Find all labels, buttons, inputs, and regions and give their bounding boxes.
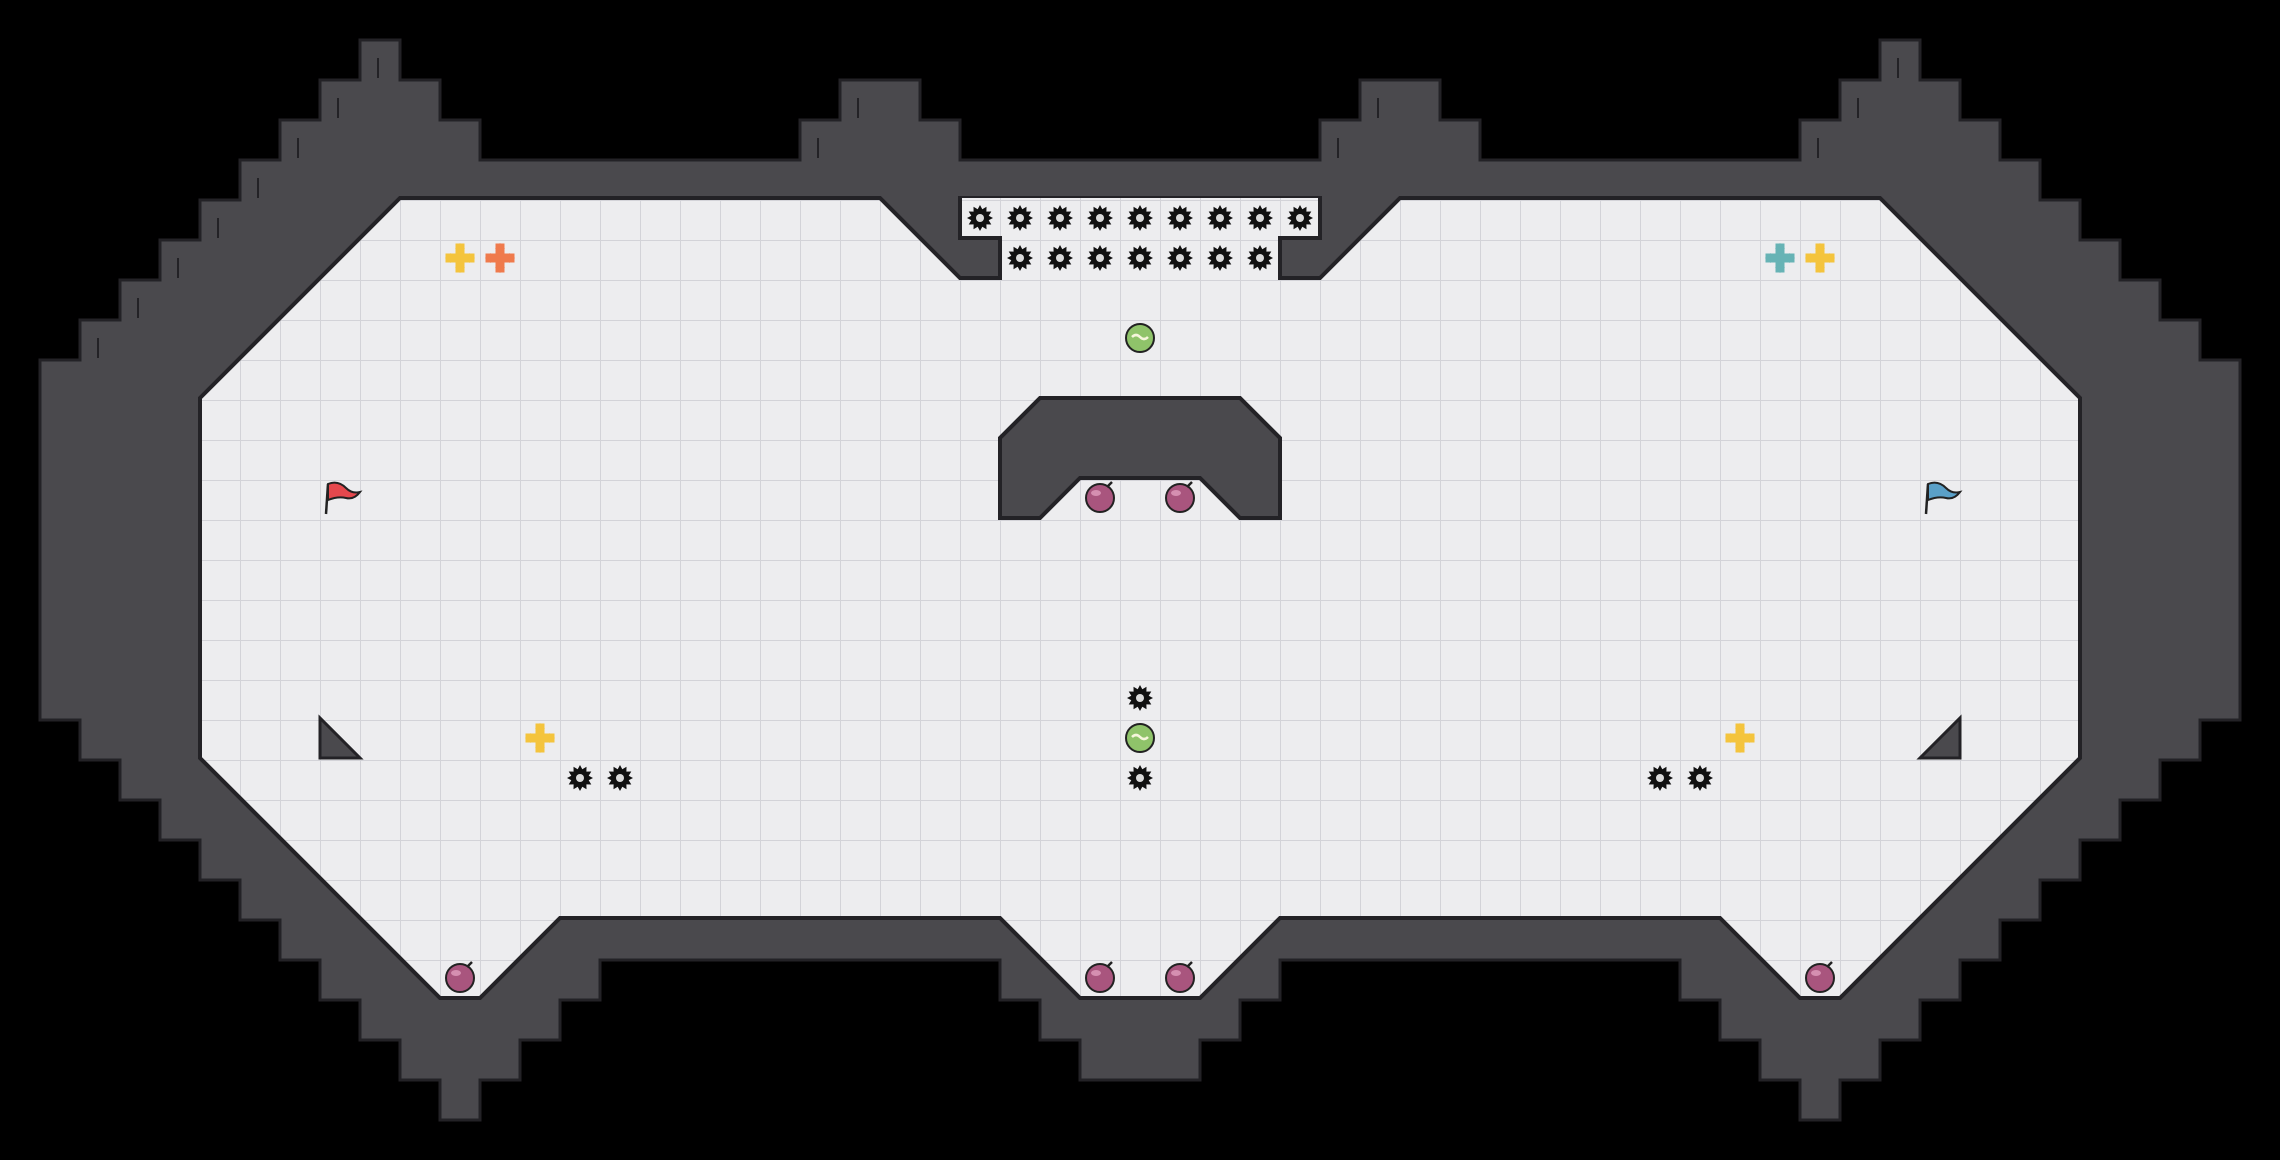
ramp-left [318,714,364,760]
spike-icon [1007,245,1033,271]
spike-icon [1647,765,1673,791]
spike-icon [1127,685,1153,711]
gem-powerup-icon[interactable] [1125,323,1155,353]
spike-icon [1207,205,1233,231]
plus-powerup-icon[interactable] [1725,723,1755,753]
spike-icon [1247,205,1273,231]
bomb-icon[interactable] [1085,961,1115,993]
spike-icon [567,765,593,791]
plus-powerup-icon[interactable] [1765,243,1795,273]
bomb-icon[interactable] [1165,481,1195,513]
plus-powerup-icon[interactable] [445,243,475,273]
spike-icon [1127,245,1153,271]
spike-icon [1687,765,1713,791]
gem-powerup-icon[interactable] [1125,723,1155,753]
plus-powerup-icon[interactable] [485,243,515,273]
spike-icon [1287,205,1313,231]
spike-icon [607,765,633,791]
spike-icon [1167,205,1193,231]
spike-icon [1167,245,1193,271]
floor-tiles [198,196,2082,1000]
spike-icon [1127,765,1153,791]
bomb-icon[interactable] [1805,961,1835,993]
flag-icon[interactable] [1924,481,1963,515]
plus-powerup-icon[interactable] [525,723,555,753]
bomb-icon[interactable] [445,961,475,993]
spike-icon [967,205,993,231]
spike-icon [1087,245,1113,271]
flag-icon[interactable] [324,481,363,515]
spike-icon [1247,245,1273,271]
spike-icon [1047,205,1073,231]
spike-icon [1127,205,1153,231]
spike-icon [1207,245,1233,271]
center-bunker [998,396,1282,520]
spike-icon [1047,245,1073,271]
ramp-right [1916,714,1962,760]
alcove-edge-left [958,198,1002,278]
spike-icon [1087,205,1113,231]
alcove-edge-right [1278,198,1322,278]
inner-walls [318,396,1962,760]
bomb-icon[interactable] [1085,481,1115,513]
plus-powerup-icon[interactable] [1805,243,1835,273]
map-objects [324,205,1963,993]
bomb-icon[interactable] [1165,961,1195,993]
arena-floor [198,196,2082,1000]
spike-icon [1007,205,1033,231]
